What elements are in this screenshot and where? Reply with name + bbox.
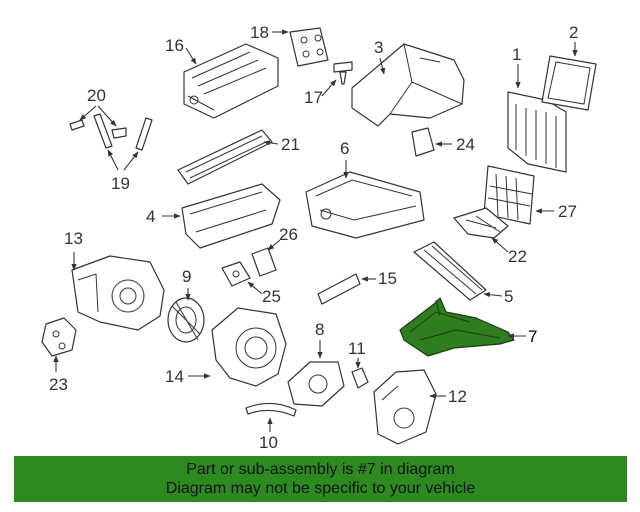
part-7-highlighted[interactable] (399, 297, 515, 357)
callout-14: 14 (165, 367, 184, 386)
callout-26: 26 (279, 225, 298, 244)
callout-13: 13 (64, 229, 83, 248)
callout-7: 7 (528, 327, 537, 346)
callout-2: 2 (569, 23, 578, 42)
leader-20a (79, 105, 97, 121)
notice-line-1: Part or sub-assembly is #7 in diagram (186, 461, 455, 478)
part-5-filter[interactable] (413, 241, 487, 301)
leader-26 (267, 239, 281, 251)
leader-19b (123, 151, 139, 171)
part-21-panel[interactable] (177, 129, 273, 185)
part-19-clips[interactable] (93, 113, 153, 151)
callout-6: 6 (340, 139, 349, 158)
part-26-bracket[interactable] (251, 247, 277, 277)
callout-5: 5 (504, 287, 513, 306)
part-27-filter[interactable] (483, 165, 535, 225)
leader-22 (491, 237, 509, 253)
part-23-actuator[interactable] (41, 317, 77, 357)
part-4-lower-duct[interactable] (181, 183, 281, 249)
part-18-plate[interactable] (289, 27, 329, 67)
part-17-pin[interactable] (333, 61, 353, 85)
callout-16: 16 (165, 36, 184, 55)
callout-1: 1 (512, 45, 521, 64)
callout-3: 3 (374, 38, 383, 57)
part-22-tray[interactable] (453, 207, 509, 239)
callout-12: 12 (448, 387, 467, 406)
callout-8: 8 (315, 320, 324, 339)
callout-20: 20 (87, 86, 106, 105)
callout-4: 4 (146, 207, 155, 226)
part-25-resistor[interactable] (221, 261, 251, 287)
callout-15: 15 (378, 269, 397, 288)
part-14-blower-case[interactable] (211, 307, 287, 387)
leader-16 (185, 47, 197, 65)
part-10-seal[interactable] (245, 402, 297, 417)
part-3-duct[interactable] (351, 43, 465, 127)
part-12-cover[interactable] (373, 369, 437, 445)
part-8-motor[interactable] (287, 361, 345, 407)
part-2-filter[interactable] (541, 55, 597, 111)
exploded-parts-diagram: 16 18 17 3 1 2 20 19 (41, 23, 597, 452)
part-15-connector[interactable] (317, 273, 361, 305)
part-9-blower-wheel[interactable] (167, 297, 205, 343)
notice-banner: Part or sub-assembly is #7 in diagram Di… (14, 456, 627, 502)
callout-10: 10 (259, 433, 278, 452)
part-20-screws[interactable] (69, 119, 127, 139)
callout-17: 17 (304, 88, 323, 107)
leader-21 (263, 140, 279, 146)
callout-24: 24 (456, 135, 475, 154)
callout-25: 25 (262, 287, 281, 306)
part-16-housing[interactable] (183, 43, 279, 119)
leader-25 (247, 281, 263, 295)
callout-22: 22 (508, 247, 527, 266)
leader-17 (321, 79, 337, 97)
callout-11: 11 (348, 339, 366, 358)
part-6-case[interactable] (305, 171, 425, 239)
leader-3 (379, 57, 386, 75)
callout-9: 9 (182, 267, 191, 286)
part-24-valve[interactable] (411, 127, 435, 157)
part-13-blower-housing[interactable] (71, 255, 165, 331)
callout-19: 19 (111, 174, 130, 193)
leader-19a (107, 149, 119, 171)
notice-line-2: Diagram may not be specific to your vehi… (165, 480, 476, 497)
callout-23: 23 (49, 375, 68, 394)
part-11-clip[interactable] (351, 367, 369, 389)
part-1-heater-core[interactable] (507, 91, 567, 173)
leader-5 (483, 292, 503, 298)
callout-27: 27 (558, 202, 577, 221)
callout-18: 18 (250, 23, 269, 42)
callout-21: 21 (281, 135, 300, 154)
leader-20b (97, 105, 117, 127)
